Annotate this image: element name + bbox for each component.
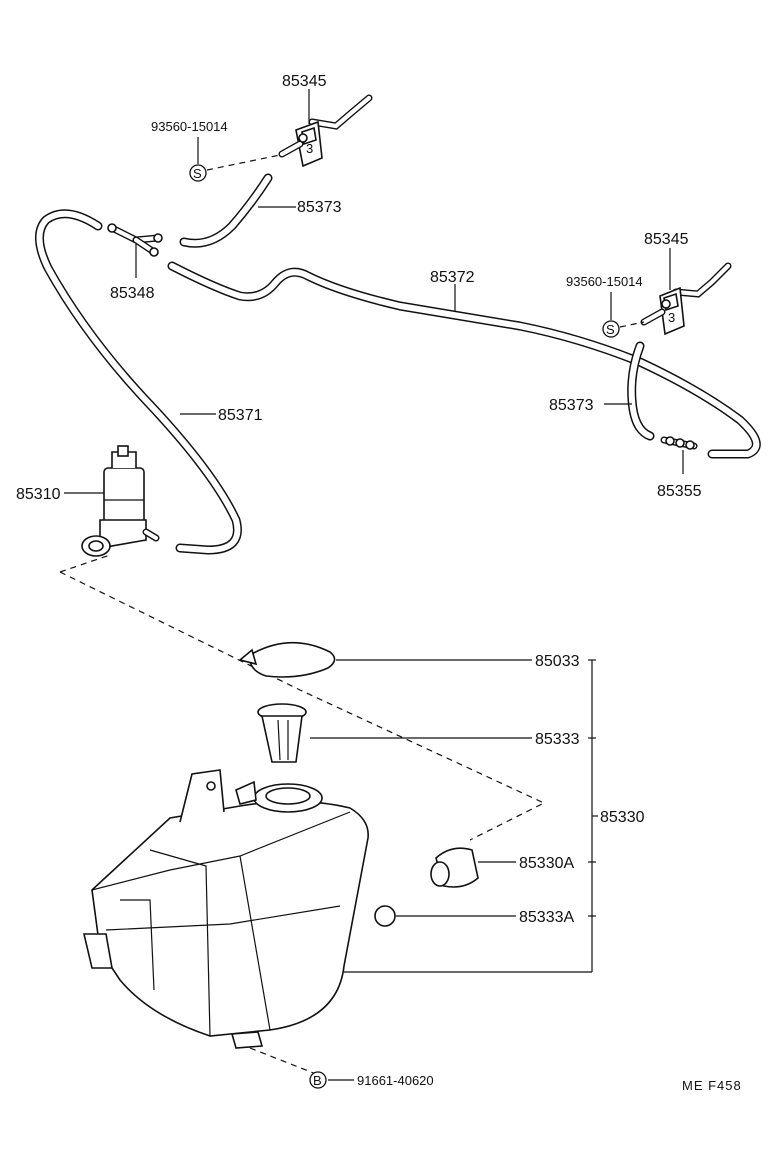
screw-symbol-right-letter: S	[606, 322, 615, 337]
label-nozzle-right: 85345	[644, 231, 689, 248]
label-grommet: 85330A	[519, 855, 574, 872]
label-joint-right: 85355	[657, 483, 702, 500]
nozzle-left: 3	[278, 94, 373, 168]
bolt-symbol-letter: B	[313, 1073, 322, 1088]
label-nozzle-left: 85345	[282, 73, 327, 90]
plug	[374, 905, 396, 927]
label-screw-right: 93560-15014	[566, 274, 643, 289]
label-hose-pump: 85371	[218, 407, 263, 424]
label-hose-short-right: 85373	[549, 397, 594, 414]
label-strainer: 85333	[535, 731, 580, 748]
washer-tank	[82, 769, 369, 1049]
label-joint-left: 85348	[110, 285, 155, 302]
screw-symbol-left-letter: S	[193, 166, 202, 181]
joint-left	[107, 223, 163, 257]
screw-symbol-right	[602, 320, 620, 338]
nozzle-right: 3	[640, 262, 732, 336]
strainer	[257, 703, 307, 763]
label-pump: 85310	[16, 486, 61, 503]
label-hose-main: 85372	[430, 269, 475, 286]
tank-cap	[238, 641, 336, 678]
joint-right	[660, 436, 698, 450]
label-hose-short-left: 85373	[297, 199, 342, 216]
label-tank-assy: 85330	[600, 809, 645, 826]
bolt-symbol	[309, 1071, 327, 1089]
washer-pump	[81, 445, 160, 557]
label-cap: 85033	[535, 653, 580, 670]
svg-text:3: 3	[306, 141, 313, 156]
figure-code: ME F458	[682, 1078, 742, 1093]
screw-symbol-left	[189, 164, 207, 182]
svg-text:3: 3	[668, 310, 675, 325]
label-bolt: 91661-40620	[357, 1073, 434, 1088]
grommet	[430, 847, 479, 888]
label-screw-left: 93560-15014	[151, 119, 228, 134]
label-plug: 85333A	[519, 909, 574, 926]
